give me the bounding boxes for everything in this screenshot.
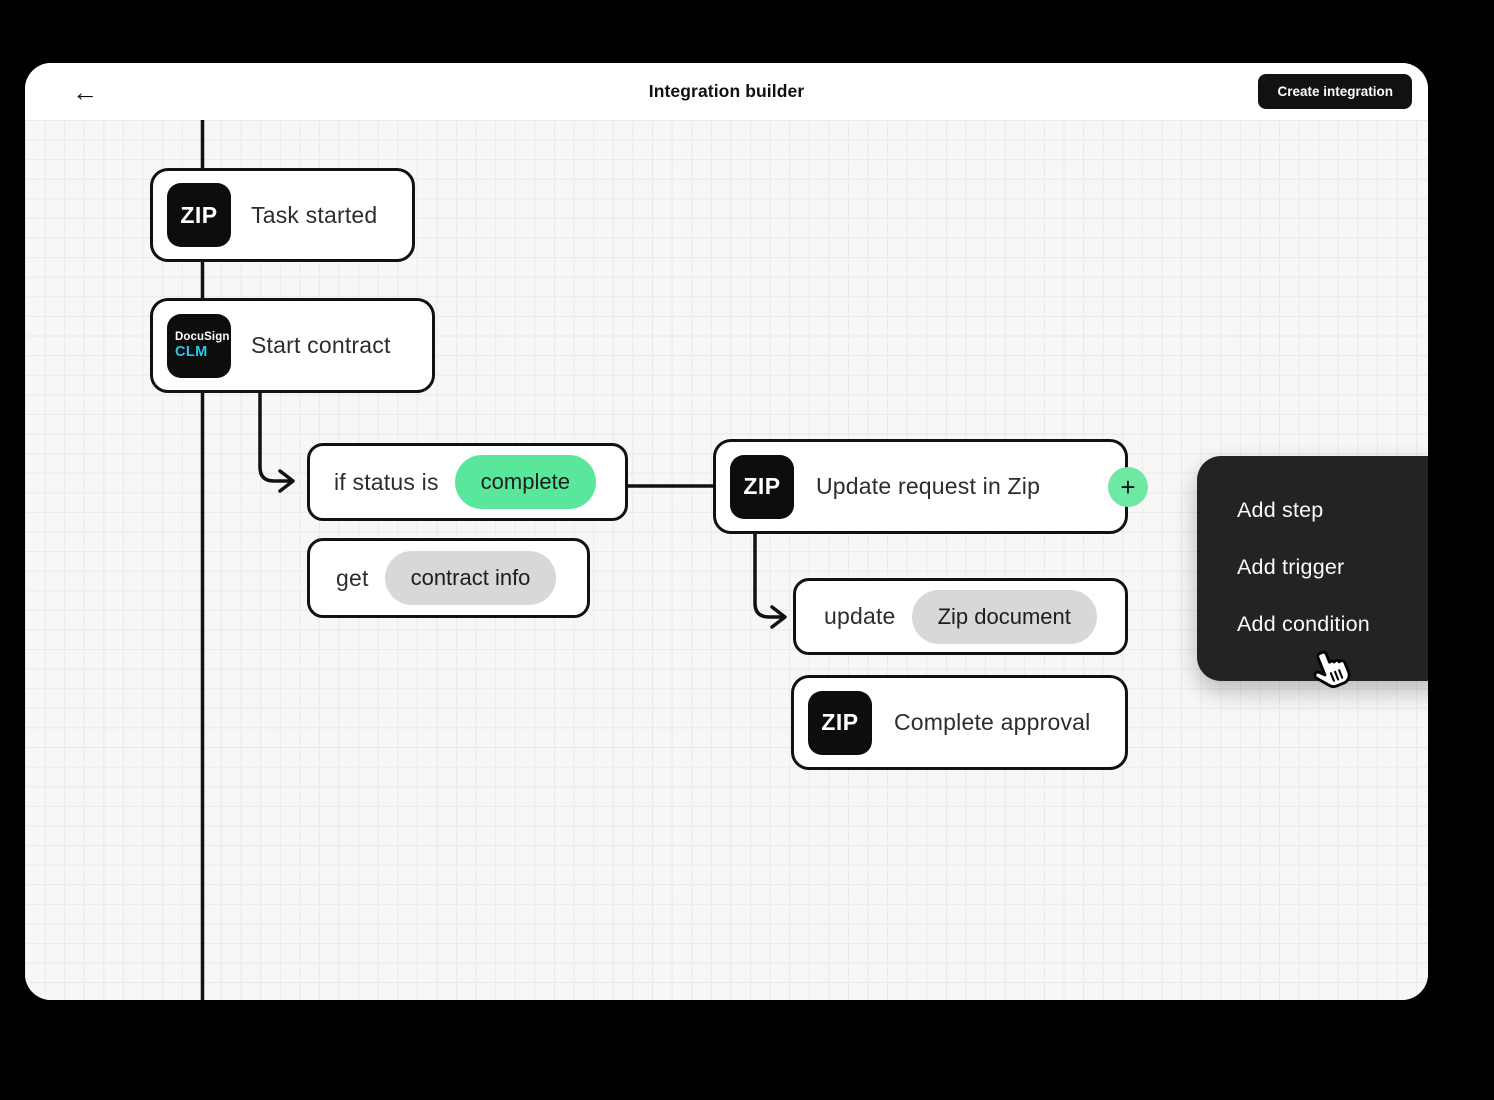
get-value-pill[interactable]: contract info (384, 551, 557, 605)
node-start-contract[interactable]: DocuSign CLM Start contract (150, 298, 435, 393)
integration-builder-window: ← Integration builder Create integration… (25, 63, 1428, 1000)
zip-logo-icon: ZIP (808, 690, 872, 755)
node-update-document[interactable]: update Zip document (793, 578, 1128, 655)
flow-connectors (200, 120, 787, 1000)
zip-logo-icon: ZIP (167, 183, 231, 247)
add-step-plus-button[interactable]: + (1108, 467, 1148, 507)
menu-item-add-condition[interactable]: Add condition (1237, 612, 1370, 636)
add-context-menu: Add step Add trigger Add condition (1197, 456, 1428, 681)
update-prefix: update (824, 603, 896, 629)
back-arrow-icon[interactable]: ← (67, 76, 103, 108)
flow-canvas[interactable]: ZIP Task started DocuSign CLM Start cont… (25, 120, 1428, 1000)
node-update-request[interactable]: ZIP Update request in Zip (713, 439, 1128, 534)
connector-update-to-document (753, 532, 783, 619)
connector-contract-to-condition (258, 391, 291, 483)
page-title: Integration builder (648, 81, 805, 101)
create-integration-button[interactable]: Create integration (1258, 74, 1412, 109)
node-task-started[interactable]: ZIP Task started (150, 168, 415, 262)
node-label: Complete approval (894, 709, 1091, 735)
condition-value-pill[interactable]: complete (454, 455, 596, 509)
update-value-pill[interactable]: Zip document (911, 589, 1097, 644)
node-label: Start contract (251, 332, 391, 358)
docusign-logo-text: DocuSign (175, 331, 230, 343)
condition-prefix: if status is (334, 468, 439, 495)
get-prefix: get (336, 564, 369, 591)
docusign-clm-logo-icon: DocuSign CLM (167, 313, 231, 378)
zip-logo-icon: ZIP (730, 454, 794, 519)
node-complete-approval[interactable]: ZIP Complete approval (791, 675, 1128, 770)
menu-item-add-trigger[interactable]: Add trigger (1237, 555, 1345, 579)
node-label: Task started (251, 201, 378, 228)
node-label: Update request in Zip (816, 473, 1041, 499)
node-condition-if-status[interactable]: if status is complete (307, 443, 628, 521)
clm-logo-text: CLM (175, 344, 208, 360)
header: ← Integration builder Create integration (25, 63, 1428, 120)
node-get-contract-info[interactable]: get contract info (307, 538, 590, 618)
menu-item-add-step[interactable]: Add step (1237, 498, 1324, 522)
